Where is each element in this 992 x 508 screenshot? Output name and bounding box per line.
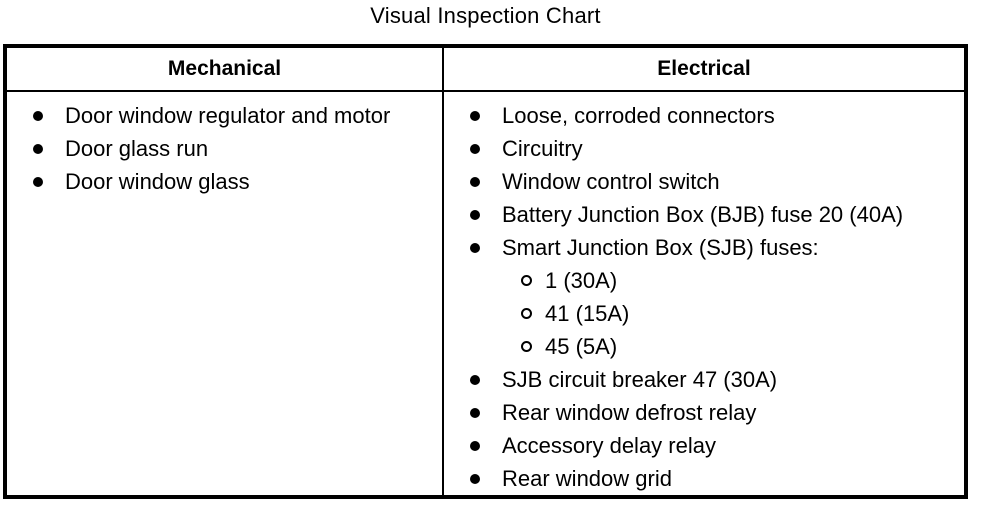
- list-item-label: Battery Junction Box (BJB) fuse 20 (40A): [502, 201, 904, 227]
- list-item: Rear window defrost relay: [470, 396, 964, 429]
- filled-bullet-icon: [33, 110, 43, 121]
- filled-bullet-icon: [470, 209, 480, 220]
- filled-bullet-icon: [470, 242, 480, 253]
- sub-list-item: 45 (5A): [521, 330, 964, 363]
- list-item-label: 1 (30A): [545, 267, 618, 293]
- list-item: Door window glass: [33, 165, 442, 198]
- open-circle-bullet-icon: [521, 275, 532, 286]
- list-item: Door window regulator and motor: [33, 99, 442, 132]
- filled-bullet-icon: [470, 473, 480, 484]
- sub-list-item: 1 (30A): [521, 264, 964, 297]
- list-item: Rear window grid: [470, 462, 964, 495]
- list-item: Smart Junction Box (SJB) fuses:: [470, 231, 964, 264]
- filled-bullet-icon: [470, 176, 480, 187]
- list-item: Battery Junction Box (BJB) fuse 20 (40A): [470, 198, 964, 231]
- list-item-label: Loose, corroded connectors: [502, 102, 775, 128]
- inspection-table: Mechanical Electrical Door window regula…: [3, 44, 968, 499]
- list-item-label: Rear window grid: [502, 465, 672, 491]
- list-item: Circuitry: [470, 132, 964, 165]
- list-item-label: Accessory delay relay: [502, 432, 716, 458]
- column-divider: [442, 92, 444, 495]
- list-item-label: Smart Junction Box (SJB) fuses:: [502, 234, 819, 260]
- filled-bullet-icon: [33, 176, 43, 187]
- open-circle-bullet-icon: [521, 308, 532, 319]
- filled-bullet-icon: [470, 440, 480, 451]
- list-item: Door glass run: [33, 132, 442, 165]
- list-item-label: Door window glass: [65, 168, 250, 194]
- list-item-label: Window control switch: [502, 168, 720, 194]
- list-item-label: Circuitry: [502, 135, 583, 161]
- sub-list-item: 41 (15A): [521, 297, 964, 330]
- chart-title: Visual Inspection Chart: [370, 3, 601, 28]
- filled-bullet-icon: [470, 374, 480, 385]
- filled-bullet-icon: [470, 143, 480, 154]
- column-header-electrical: Electrical: [657, 57, 751, 80]
- open-circle-bullet-icon: [521, 341, 532, 352]
- filled-bullet-icon: [33, 143, 43, 154]
- list-item-label: 41 (15A): [545, 300, 630, 326]
- filled-bullet-icon: [470, 407, 480, 418]
- list-item-label: SJB circuit breaker 47 (30A): [502, 366, 778, 392]
- list-item: SJB circuit breaker 47 (30A): [470, 363, 964, 396]
- list-item-label: Door window regulator and motor: [65, 102, 391, 128]
- list-item: Window control switch: [470, 165, 964, 198]
- list-item-label: Door glass run: [65, 135, 209, 161]
- list-item: Accessory delay relay: [470, 429, 964, 462]
- list-item-label: Rear window defrost relay: [502, 399, 757, 425]
- column-header-mechanical: Mechanical: [167, 57, 282, 80]
- column-divider: [442, 48, 444, 90]
- table-header-row: Mechanical Electrical: [7, 48, 964, 92]
- list-item-label: 45 (5A): [545, 333, 618, 359]
- list-item: Loose, corroded connectors: [470, 99, 964, 132]
- filled-bullet-icon: [470, 110, 480, 121]
